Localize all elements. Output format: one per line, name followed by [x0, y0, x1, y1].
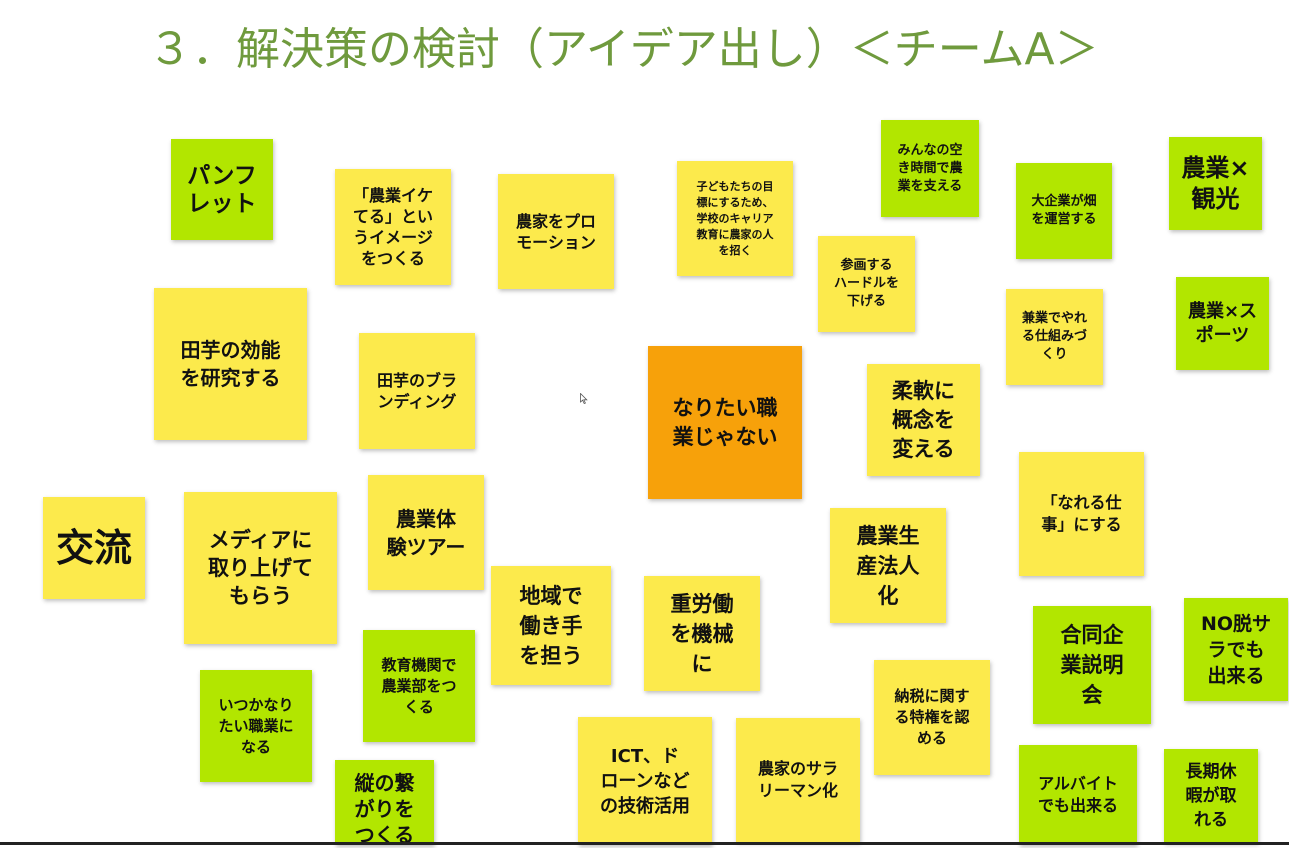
note-promotion[interactable]: 農家をプロ モーション: [498, 174, 614, 289]
note-corporation[interactable]: 農業生 産法人 化: [830, 508, 946, 623]
mouse-cursor-icon: [580, 393, 588, 404]
note-vertical[interactable]: 縦の繋 がりを つくる: [335, 760, 434, 847]
note-bigcorp[interactable]: 大企業が畑 を運営する: [1016, 163, 1112, 259]
note-branding[interactable]: 田芋のブラ ンディング: [359, 333, 475, 449]
note-center[interactable]: なりたい職 業じゃない: [648, 346, 802, 499]
note-pamphlet[interactable]: パンフ レット: [171, 139, 273, 240]
note-research[interactable]: 田芋の効能 を研究する: [154, 288, 307, 440]
note-tax[interactable]: 納税に関す る特権を認 める: [874, 660, 990, 775]
note-tour[interactable]: 農業体 験ツアー: [368, 475, 484, 590]
note-career[interactable]: 子どもたちの目 標にするため、 学校のキャリア 教育に農家の人 を招く: [677, 161, 793, 276]
note-sports[interactable]: 農業×ス ポーツ: [1176, 277, 1269, 370]
note-sidejob[interactable]: 兼業でやれ る仕組みづ くり: [1006, 289, 1103, 385]
note-someday[interactable]: いつかなり たい職業に なる: [200, 670, 312, 782]
note-school[interactable]: 教育機関で 農業部をつ くる: [363, 630, 475, 742]
note-jobfair[interactable]: 合同企 業説明 会: [1033, 606, 1151, 724]
note-nodrop[interactable]: NO脱サ ラでも 出来る: [1184, 598, 1288, 701]
slide-title: ３．解決策の検討（アイデア出し）＜チームA＞: [148, 24, 1099, 75]
note-freetime[interactable]: みんなの空 き時間で農 業を支える: [881, 120, 979, 217]
note-canbe[interactable]: 「なれる仕 事」にする: [1019, 452, 1144, 576]
note-image[interactable]: 「農業イケ てる」とい うイメージ をつくる: [335, 169, 451, 285]
note-hurdle[interactable]: 参画する ハードルを 下げる: [818, 236, 915, 332]
note-parttime[interactable]: アルバイト でも出来る: [1019, 745, 1137, 845]
note-media[interactable]: メディアに 取り上げて もらう: [184, 492, 337, 644]
note-local[interactable]: 地域で 働き手 を担う: [491, 566, 611, 685]
note-ict[interactable]: ICT、ド ローンなど の技術活用: [578, 717, 712, 845]
note-exchange[interactable]: 交流: [43, 497, 145, 599]
note-salary[interactable]: 農家のサラ リーマン化: [736, 718, 860, 842]
note-tourism[interactable]: 農業× 観光: [1169, 137, 1262, 230]
note-vacation[interactable]: 長期休 暇が取 れる: [1164, 749, 1258, 843]
bottom-border: [0, 842, 1289, 845]
note-mechanize[interactable]: 重労働 を機械 に: [644, 576, 760, 691]
note-flexible[interactable]: 柔軟に 概念を 変える: [867, 364, 980, 476]
